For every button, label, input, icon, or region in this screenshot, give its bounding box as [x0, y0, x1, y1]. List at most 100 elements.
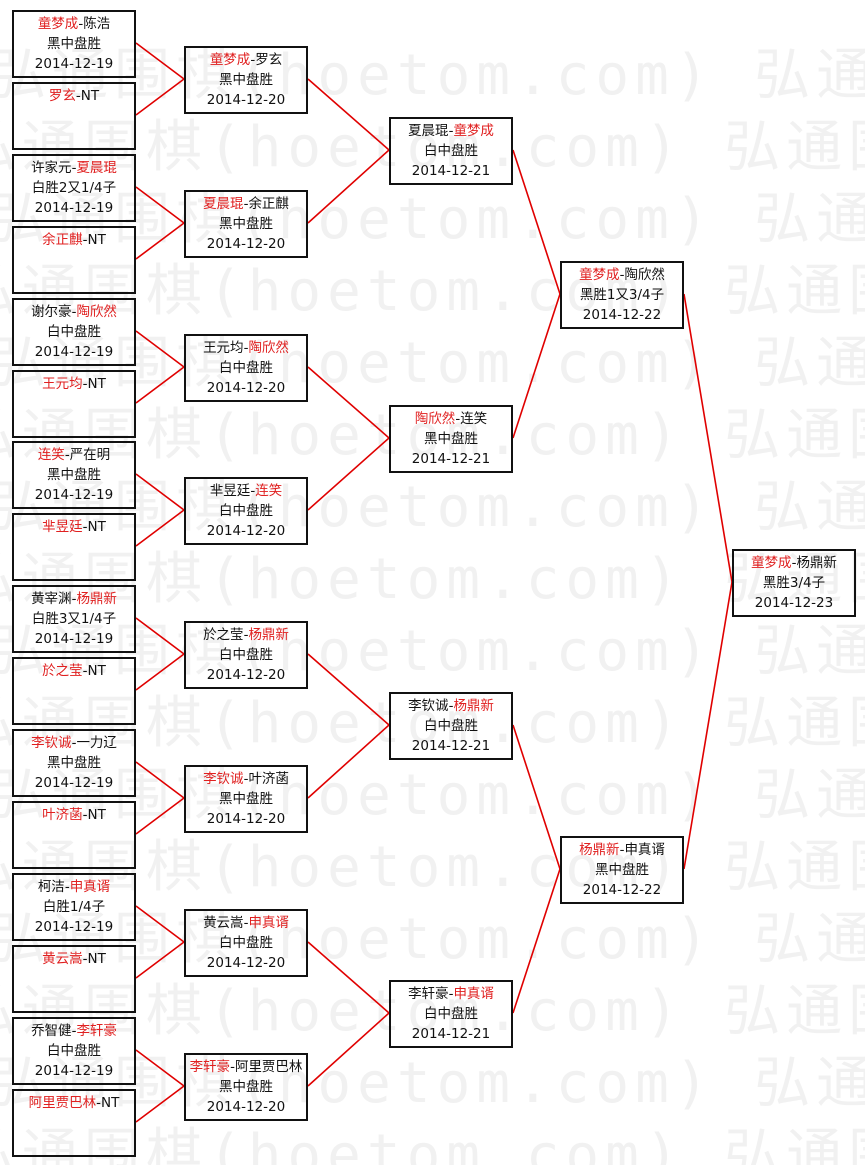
- connector-line: [512, 149, 561, 295]
- watermark-text: 弘通围棋(hoetom.com) 弘通围棋(hoetom.com): [0, 835, 865, 900]
- match-result: 黑中盘胜: [47, 755, 101, 771]
- connector-line: [135, 941, 185, 979]
- player-1: 杨鼎新: [579, 842, 620, 858]
- player-1: 芈昱廷: [209, 483, 251, 499]
- match-players: 夏晨琨-余正麒: [203, 196, 289, 212]
- player-1: 柯洁: [37, 879, 65, 895]
- match-date: 2014-12-23: [754, 595, 834, 611]
- player-1: 余正麒: [42, 232, 83, 248]
- player-2: 申真谞: [248, 915, 289, 931]
- player-2: 陶欣然: [76, 304, 117, 320]
- match-result: 白中盘胜: [424, 718, 478, 734]
- match-date: 2014-12-19: [34, 1063, 114, 1079]
- match-date: 2014-12-20: [206, 92, 286, 108]
- match-players: 陶欣然-连笑: [414, 411, 488, 427]
- match-date: 2014-12-20: [206, 380, 286, 396]
- player-2: 申真谞: [624, 842, 665, 858]
- player-2: 杨鼎新: [796, 555, 837, 571]
- connector-line: [307, 724, 390, 799]
- watermark-text: 弘通围棋(hoetom.com) 弘通围棋(hoetom.com): [0, 115, 865, 180]
- match-players: 叶济菡-NT: [42, 807, 106, 823]
- player-1: 李钦诚: [31, 735, 72, 751]
- player-2: 杨鼎新: [453, 698, 494, 714]
- match-date: 2014-12-19: [34, 200, 114, 216]
- match-date: 2014-12-20: [206, 811, 286, 827]
- player-1: 芈昱廷: [42, 519, 83, 535]
- player-2: NT: [87, 951, 106, 967]
- player-2: 一力辽: [76, 735, 117, 751]
- match-result: 白中盘胜: [47, 1043, 101, 1059]
- connector-line: [512, 724, 561, 870]
- match-players: 李钦诚-叶济菡: [203, 771, 289, 787]
- player-1: 童梦成: [579, 267, 620, 283]
- match-box: 黄云嵩-NT: [12, 945, 136, 1013]
- player-1: 夏晨琨: [408, 123, 449, 139]
- match-players: 李钦诚-杨鼎新: [408, 698, 494, 714]
- connector-line: [512, 293, 561, 439]
- match-date: 2014-12-20: [206, 955, 286, 971]
- connector-line: [135, 761, 185, 799]
- match-players: 童梦成-罗玄: [209, 52, 283, 68]
- match-result: 白中盘胜: [219, 647, 273, 663]
- connector-line: [683, 581, 733, 870]
- connector-line: [512, 868, 561, 1014]
- player-1: 童梦成: [751, 555, 792, 571]
- watermark-text: 弘通围棋(hoetom.com) 弘通围棋(hoetom.com): [0, 259, 865, 324]
- watermark-text: 弘通围棋(hoetom.com) 弘通围棋(hoetom.com): [0, 763, 865, 828]
- player-1: 谢尔豪: [31, 304, 72, 320]
- player-1: 乔智健: [31, 1023, 72, 1039]
- match-result: 黑中盘胜: [219, 791, 273, 807]
- player-2: 杨鼎新: [248, 627, 289, 643]
- match-date: 2014-12-21: [411, 451, 491, 467]
- player-2: 陶欣然: [624, 267, 665, 283]
- player-1: 连笑: [37, 447, 65, 463]
- match-players: 黄宰渊-杨鼎新: [31, 591, 117, 607]
- player-1: 於之莹: [203, 627, 244, 643]
- match-date: 2014-12-19: [34, 487, 114, 503]
- match-players: 许家元-夏晨琨: [31, 160, 117, 176]
- match-players: 於之莹-NT: [42, 663, 106, 679]
- match-result: 黑中盘胜: [219, 1079, 273, 1095]
- player-2: NT: [87, 807, 106, 823]
- connector-line: [307, 653, 390, 726]
- player-2: 连笑: [255, 483, 283, 499]
- match-result: 白中盘胜: [424, 143, 478, 159]
- match-players: 柯洁-申真谞: [37, 879, 111, 895]
- connector-line: [135, 330, 185, 368]
- match-players: 童梦成-陈浩: [37, 16, 111, 32]
- watermark-text: 弘通围棋(hoetom.com) 弘通围棋(hoetom.com): [0, 907, 865, 972]
- connector-line: [135, 509, 185, 547]
- match-box: 於之莹-NT: [12, 657, 136, 725]
- match-result: 白胜2又1/4子: [31, 180, 117, 196]
- match-players: 乔智健-李轩豪: [31, 1023, 117, 1039]
- player-2: 申真谞: [69, 879, 111, 895]
- player-1: 李轩豪: [408, 986, 449, 1002]
- match-date: 2014-12-19: [34, 56, 114, 72]
- match-players: 黄云嵩-申真谞: [203, 915, 289, 931]
- player-2: 严在明: [69, 447, 111, 463]
- match-date: 2014-12-20: [206, 236, 286, 252]
- player-1: 李轩豪: [189, 1059, 231, 1075]
- connector-line: [135, 222, 185, 260]
- match-date: 2014-12-20: [206, 667, 286, 683]
- match-players: 罗玄-NT: [48, 88, 100, 104]
- watermark-text: 弘通围棋(hoetom.com) 弘通围棋(hoetom.com): [0, 1123, 865, 1165]
- match-players: 王元均-NT: [42, 376, 106, 392]
- match-date: 2014-12-22: [582, 882, 662, 898]
- watermark-text: 弘通围棋(hoetom.com) 弘通围棋(hoetom.com): [0, 547, 865, 612]
- player-1: 黄宰渊: [31, 591, 72, 607]
